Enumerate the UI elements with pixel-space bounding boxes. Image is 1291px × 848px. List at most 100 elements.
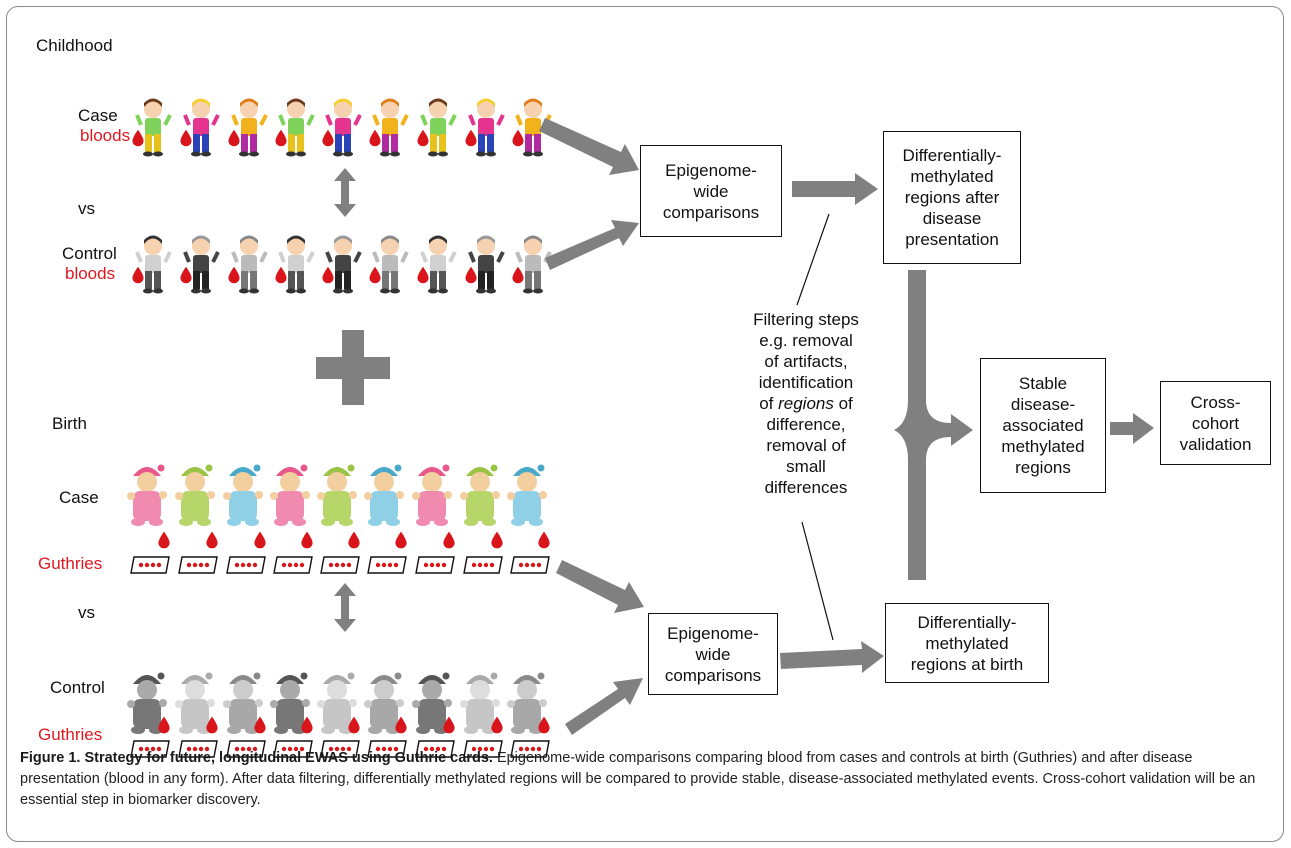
blood-drop-icon xyxy=(228,129,240,147)
birth-case-guthries-label: Guthries xyxy=(38,554,103,573)
guthrie-card-icon xyxy=(226,556,266,574)
blood-drop-icon xyxy=(206,531,218,549)
birth-control-babies xyxy=(127,672,550,758)
cartoon-baby-icon xyxy=(412,672,452,734)
cartoon-baby-icon xyxy=(364,672,404,734)
cartoon-child-icon xyxy=(275,235,315,294)
plus-icon xyxy=(316,330,390,405)
cross-cohort-validation-box: Cross- cohort validation xyxy=(1160,381,1271,465)
blood-drop-icon xyxy=(512,266,524,284)
blood-drop-icon xyxy=(322,266,334,284)
guthrie-card-icon xyxy=(463,556,503,574)
epigenome-comparisons-birth-box: Epigenome- wide comparisons xyxy=(648,613,778,695)
dmr-after-presentation-box: Differentially- methylated regions after… xyxy=(883,131,1021,264)
cartoon-child-icon xyxy=(132,98,172,157)
blood-drop-icon xyxy=(275,266,287,284)
cartoon-child-icon xyxy=(132,235,172,294)
cartoon-baby-icon xyxy=(223,672,263,734)
cartoon-baby-icon xyxy=(364,464,404,526)
stable-methylated-regions-box: Stable disease- associated methylated re… xyxy=(980,358,1106,493)
filtering-steps-text: Filtering steps e.g. removal of artifact… xyxy=(726,309,886,498)
guthrie-card-icon xyxy=(273,556,313,574)
childhood-control-label: Control xyxy=(62,244,117,263)
blood-drop-icon xyxy=(228,266,240,284)
cartoon-child-icon xyxy=(180,98,220,157)
blood-drop-icon xyxy=(465,266,477,284)
cartoon-child-icon xyxy=(322,98,362,157)
merge-arrow xyxy=(894,270,973,580)
cartoon-baby-icon xyxy=(460,672,500,734)
arrow-control-bloods-to-epigenome xyxy=(545,220,639,270)
blood-drop-icon xyxy=(158,531,170,549)
cartoon-baby-icon xyxy=(127,672,167,734)
guthrie-card-icon xyxy=(178,556,218,574)
guthrie-card-icon xyxy=(415,556,455,574)
birth-case-label: Case xyxy=(59,488,99,507)
cartoon-child-icon xyxy=(369,235,409,294)
guthrie-card-icon xyxy=(367,556,407,574)
cartoon-child-icon xyxy=(180,235,220,294)
childhood-case-children xyxy=(132,98,552,157)
cartoon-baby-icon xyxy=(317,672,357,734)
cartoon-child-icon xyxy=(417,98,457,157)
cartoon-baby-icon xyxy=(317,464,357,526)
blood-drop-icon xyxy=(132,266,144,284)
cartoon-baby-icon xyxy=(460,464,500,526)
cartoon-baby-icon xyxy=(507,672,547,734)
cartoon-baby-icon xyxy=(412,464,452,526)
guthrie-card-icon xyxy=(320,556,360,574)
blood-drop-icon xyxy=(417,129,429,147)
section-birth: Birth xyxy=(52,414,87,433)
cartoon-child-icon xyxy=(465,235,505,294)
section-childhood: Childhood xyxy=(36,36,113,55)
filtering-connectors xyxy=(796,213,834,641)
cartoon-child-icon xyxy=(512,235,552,294)
blood-drop-icon xyxy=(132,129,144,147)
blood-drop-icon xyxy=(180,266,192,284)
guthrie-card-icon xyxy=(130,556,170,574)
blood-drop-icon xyxy=(301,531,313,549)
blood-drop-icon xyxy=(443,531,455,549)
childhood-case-bloods-label: bloods xyxy=(80,126,131,145)
childhood-case-label: Case xyxy=(78,106,118,125)
arrow-case-bloods-to-epigenome xyxy=(539,118,639,175)
birth-case-babies xyxy=(127,464,550,574)
figure-caption: Figure 1. Strategy for future, longitudi… xyxy=(20,748,1275,811)
cartoon-baby-icon xyxy=(175,464,215,526)
cartoon-baby-icon xyxy=(507,464,547,526)
blood-drop-icon xyxy=(180,129,192,147)
dmr-at-birth-box: Differentially- methylated regions at bi… xyxy=(885,603,1049,683)
blood-drop-icon xyxy=(275,129,287,147)
childhood-control-children xyxy=(132,235,552,294)
blood-drop-icon xyxy=(322,129,334,147)
arrow-guthries-case-to-epigenome xyxy=(556,560,644,613)
childhood-control-bloods-label: bloods xyxy=(65,264,116,283)
cartoon-child-icon xyxy=(275,98,315,157)
caption-title: Figure 1. Strategy for future, longitudi… xyxy=(20,750,493,766)
blood-drop-icon xyxy=(348,531,360,549)
blood-drop-icon xyxy=(417,266,429,284)
arrow-stable-to-validation xyxy=(1110,413,1154,444)
arrow-epigenome-to-dmr-birth xyxy=(780,641,884,673)
double-arrow-icon xyxy=(334,168,356,217)
blood-drop-icon xyxy=(395,531,407,549)
arrow-guthries-control-to-epigenome xyxy=(565,678,643,735)
blood-drop-icon xyxy=(491,531,503,549)
blood-drop-icon xyxy=(369,266,381,284)
guthrie-card-icon xyxy=(510,556,550,574)
cartoon-baby-icon xyxy=(270,672,310,734)
cartoon-child-icon xyxy=(465,98,505,157)
cartoon-child-icon xyxy=(322,235,362,294)
cartoon-baby-icon xyxy=(127,464,167,526)
cartoon-child-icon xyxy=(228,98,268,157)
blood-drop-icon xyxy=(465,129,477,147)
childhood-vs-label: vs xyxy=(78,199,95,218)
cartoon-baby-icon xyxy=(270,464,310,526)
blood-drop-icon xyxy=(369,129,381,147)
cartoon-child-icon xyxy=(228,235,268,294)
arrow-epigenome-to-dmr-after xyxy=(792,173,878,205)
blood-drop-icon xyxy=(254,531,266,549)
cartoon-child-icon xyxy=(369,98,409,157)
blood-drop-icon xyxy=(538,531,550,549)
